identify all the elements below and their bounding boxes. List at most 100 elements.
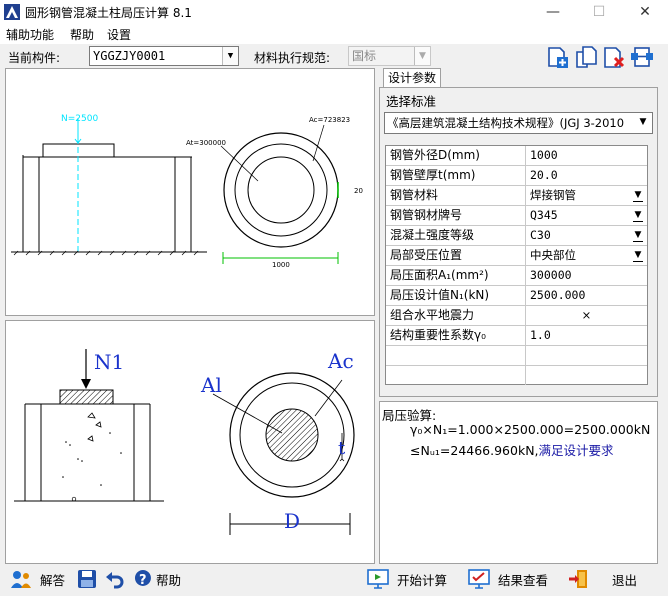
results-panel: 局压验算: γ₀×N₁=1.000×2500.000=2500.000kN ≤N…	[379, 401, 658, 564]
results-line-2: ≤Nᵤ₁=24466.960kN,满足设计要求	[410, 440, 614, 459]
param-row: 局压设计值N₁(kN) 2500.000	[386, 286, 647, 306]
select-standard-label: 选择标准	[386, 94, 437, 109]
app-logo-icon	[4, 4, 20, 20]
minimize-button[interactable]: —	[546, 4, 560, 20]
copy-page-icon[interactable]	[573, 44, 599, 70]
window-title: 圆形钢管混凝土柱局压计算 8.1	[25, 6, 192, 20]
chevron-down-icon: ▼	[222, 47, 238, 65]
param-label: 局压设计值N₁(kN)	[386, 286, 526, 305]
empty-row	[386, 366, 647, 386]
param-row: 钢管壁厚t(mm) 20.0	[386, 166, 647, 186]
param-row: 混凝土强度等级 C30 ▼	[386, 226, 647, 246]
seismic-checkbox[interactable]: ×	[581, 308, 592, 322]
save-icon[interactable]	[76, 568, 98, 590]
param-label: 组合水平地震力	[386, 306, 526, 325]
help-button[interactable]: 帮助	[156, 573, 182, 588]
param-label: 局压面积A₁(mm²)	[386, 266, 526, 285]
menu-settings[interactable]: 设置	[107, 28, 132, 42]
start-calc-button[interactable]: 开始计算	[397, 573, 448, 588]
component-select[interactable]: YGGZJY0001 ▼	[89, 46, 239, 66]
param-row: 结构重要性系数γ₀ 1.0	[386, 326, 647, 346]
schematic-diagram: N1 Al Ac t D	[14, 349, 355, 535]
param-label: 钢管钢材牌号	[386, 206, 526, 225]
chevron-down-icon: ▼	[414, 47, 430, 65]
spec-value: 国标	[352, 49, 377, 63]
standard-value: 《高层建筑混凝土结构技术规程》(JGJ 3-2010	[387, 116, 625, 130]
empty-row	[386, 346, 647, 366]
top-drawing-panel: N=2500 At=300000 Ac=723823 20 1000	[5, 68, 375, 316]
column-elevation	[11, 118, 207, 256]
tab-design-params[interactable]: 设计参数	[383, 68, 441, 88]
results-status: 满足设计要求	[538, 443, 614, 458]
outer-diameter-input[interactable]: 1000	[530, 148, 558, 162]
param-row: 钢管钢材牌号 Q345 ▼	[386, 206, 647, 226]
t-label: t	[338, 438, 346, 459]
d-label: D	[284, 509, 300, 533]
param-label: 局部受压位置	[386, 246, 526, 265]
standard-select[interactable]: 《高层建筑混凝土结构技术规程》(JGJ 3-2010 ▼	[384, 112, 653, 134]
thickness-label: 20	[354, 187, 363, 195]
menu-assist[interactable]: 辅助功能	[6, 28, 55, 42]
menu-help[interactable]: 帮助	[70, 28, 95, 42]
param-row: 钢管材料 焊接钢管 ▼	[386, 186, 647, 206]
exit-button[interactable]: 退出	[612, 573, 638, 588]
param-label: 结构重要性系数γ₀	[386, 326, 526, 345]
close-button[interactable]: ✕	[639, 4, 651, 20]
menu-bar	[0, 24, 668, 44]
svg-text:?: ?	[139, 573, 147, 588]
param-label: 钢管外径D(mm)	[386, 146, 526, 165]
results-line-2-prefix: ≤Nᵤ₁=24466.960kN,	[410, 443, 539, 458]
spec-select[interactable]: 国标 ▼	[348, 46, 431, 66]
delete-page-icon[interactable]	[601, 44, 627, 70]
bottom-drawing-panel: N1 Al Ac t D	[5, 320, 375, 564]
chevron-down-icon[interactable]: ▼	[631, 248, 645, 263]
chevron-down-icon: ▼	[635, 114, 651, 132]
design-load-input[interactable]: 2500.000	[530, 288, 586, 302]
steel-grade-select[interactable]: Q345	[530, 208, 558, 222]
answer-button[interactable]: 解答	[40, 573, 66, 588]
local-area-input[interactable]: 300000	[530, 268, 572, 282]
diameter-label: 1000	[272, 261, 290, 269]
importance-factor-input[interactable]: 1.0	[530, 328, 551, 342]
param-row: 组合水平地震力 ×	[386, 306, 647, 326]
maximize-button[interactable]: ☐	[592, 4, 606, 20]
param-row: 局压面积A₁(mm²) 300000	[386, 266, 647, 286]
chevron-down-icon[interactable]: ▼	[631, 208, 645, 223]
concrete-grade-select[interactable]: C30	[530, 228, 551, 242]
chevron-down-icon[interactable]: ▼	[631, 188, 645, 203]
component-value: YGGZJY0001	[93, 49, 166, 63]
param-label: 钢管壁厚t(mm)	[386, 166, 526, 185]
load-label: N=2500	[61, 114, 98, 124]
empty-cell	[386, 346, 526, 365]
cross-section-top	[220, 124, 339, 264]
exit-icon[interactable]	[568, 568, 590, 590]
undo-icon[interactable]	[104, 568, 126, 590]
results-line-1: γ₀×N₁=1.000×2500.000=2500.000kN	[410, 422, 651, 437]
section-schematic: N=2500 At=300000 Ac=723823 20 1000	[11, 114, 363, 269]
answer-icon[interactable]	[10, 568, 32, 590]
component-label: 当前构件:	[8, 51, 61, 65]
add-page-icon[interactable]	[544, 44, 570, 70]
ac-label-bottom: Ac	[327, 349, 354, 373]
load-position-select[interactable]: 中央部位	[530, 248, 576, 262]
spec-label: 材料执行规范:	[254, 51, 331, 65]
empty-cell	[386, 366, 526, 385]
tube-material-select[interactable]: 焊接钢管	[530, 188, 576, 202]
param-label: 钢管材料	[386, 186, 526, 205]
n1-label: N1	[94, 350, 124, 374]
ac-label: Ac=723823	[309, 116, 350, 124]
title-bar	[0, 0, 668, 24]
view-results-icon[interactable]	[468, 568, 490, 590]
param-row: 钢管外径D(mm) 1000	[386, 146, 647, 166]
help-icon[interactable]: ?	[132, 568, 154, 590]
start-calc-icon[interactable]	[367, 568, 389, 590]
wall-thickness-input[interactable]: 20.0	[530, 168, 558, 182]
cross-section-bottom	[212, 372, 355, 535]
chevron-down-icon[interactable]: ▼	[631, 228, 645, 243]
param-label: 混凝土强度等级	[386, 226, 526, 245]
al-label: Al	[200, 373, 222, 397]
export-icon[interactable]	[629, 44, 655, 70]
view-results-button[interactable]: 结果查看	[498, 573, 549, 588]
param-row: 局部受压位置 中央部位 ▼	[386, 246, 647, 266]
at-label: At=300000	[186, 139, 226, 147]
